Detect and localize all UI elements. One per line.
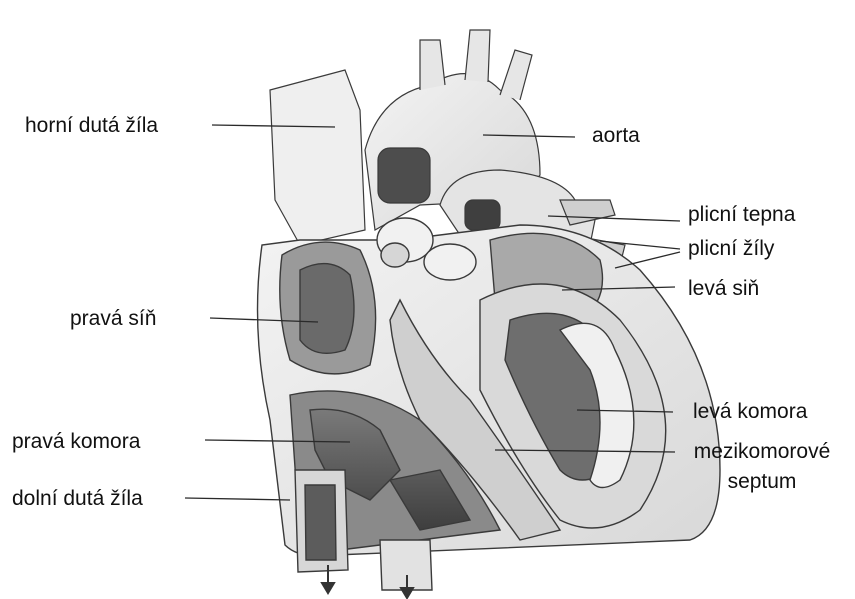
heart-body xyxy=(258,218,721,590)
aortic-opening-shape xyxy=(378,148,430,203)
label-leva-komora: levá komora xyxy=(693,400,807,424)
label-horni-duta-zila: horní dutá žíla xyxy=(25,114,158,138)
label-aorta: aorta xyxy=(592,124,640,148)
label-mezikomorove-septum-line1: mezikomorové xyxy=(682,440,842,464)
label-prava-komora: pravá komora xyxy=(12,430,140,454)
label-mezikomorove-septum-line2: septum xyxy=(682,470,842,494)
superior-vena-cava-shape xyxy=(270,70,365,245)
label-dolni-duta-zila: dolní dutá žíla xyxy=(12,487,143,511)
ivc-lumen-shape xyxy=(305,485,336,560)
label-plicni-zily: plicní žíly xyxy=(688,237,774,261)
label-prava-sin: pravá síň xyxy=(70,307,156,331)
right-atrium-inner-shape xyxy=(300,264,354,354)
pulmonary-opening-shape xyxy=(465,200,500,230)
label-leva-sin: levá siň xyxy=(688,277,759,301)
great-vessels xyxy=(270,30,625,265)
leader-dolni-duta-zila xyxy=(185,498,290,500)
label-plicni-tepna: plicní tepna xyxy=(688,203,795,227)
